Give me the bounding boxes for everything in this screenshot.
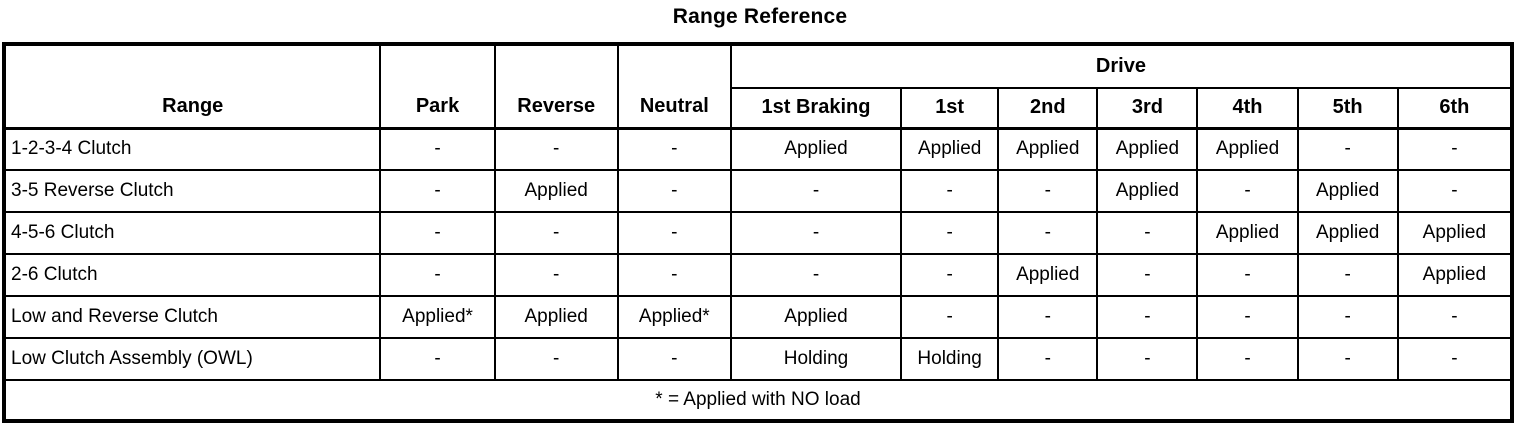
cell: Applied* (379, 295, 496, 339)
cell: Applied (1296, 211, 1399, 255)
cell: - (1296, 126, 1399, 171)
row-label: 2-6 Clutch (2, 253, 382, 297)
header-row-sub: 1st Braking 1st 2nd 3rd 4th 5th 6th (4, 87, 1514, 129)
cell: - (1396, 169, 1514, 213)
cell: - (1196, 253, 1299, 297)
row-label: Low Clutch Assembly (OWL) (2, 337, 382, 381)
cell: - (493, 211, 619, 255)
cell: - (729, 211, 903, 255)
cell: - (493, 253, 619, 297)
cell: - (379, 253, 496, 297)
cell: - (997, 169, 1099, 213)
col-header-reverse: Reverse (493, 43, 619, 129)
cell: Applied (1196, 126, 1299, 171)
cell: Holding (900, 337, 1000, 381)
page-title: Range Reference (672, 5, 848, 28)
cell: - (729, 169, 903, 213)
cell: - (379, 337, 496, 381)
table-footer: * = Applied with NO load (3, 379, 1513, 422)
row-label: 3-5 Reverse Clutch (2, 169, 382, 213)
cell: Applied* (616, 295, 732, 339)
cell: - (1196, 169, 1299, 213)
cell: - (997, 295, 1099, 339)
cell: Applied (1396, 211, 1514, 255)
sub-header-1st-braking: 1st Braking (729, 87, 903, 129)
cell: - (729, 253, 903, 297)
cell: - (1196, 337, 1299, 381)
table-row: 1-2-3-4 Clutch - - - Applied Applied App… (2, 126, 1514, 171)
cell: - (379, 126, 496, 171)
cell: - (1096, 295, 1199, 339)
cell: - (900, 253, 1000, 297)
cell: Applied (1296, 169, 1399, 213)
cell: - (1396, 337, 1514, 381)
footnote-row: * = Applied with NO load (3, 379, 1513, 422)
cell: - (1396, 295, 1514, 339)
cell: - (616, 126, 732, 171)
sub-header-2nd: 2nd (997, 87, 1099, 129)
cell: - (900, 211, 1000, 255)
sub-header-4th: 4th (1196, 87, 1299, 129)
table-header: Range Park Reverse Neutral Drive 1st Bra… (2, 43, 1514, 129)
cell: - (616, 253, 732, 297)
cell: - (379, 211, 496, 255)
table-row: 2-6 Clutch - - - - - Applied - - - Appli… (2, 253, 1514, 297)
cell: Applied (900, 126, 1000, 171)
cell: - (493, 126, 619, 171)
cell: Applied (493, 169, 619, 213)
cell: Applied (1396, 253, 1514, 297)
cell: - (616, 169, 732, 213)
cell: - (997, 211, 1099, 255)
col-header-range: Range (2, 43, 382, 129)
cell: - (1196, 295, 1299, 339)
sub-header-3rd: 3rd (1096, 87, 1199, 129)
cell: - (1096, 211, 1199, 255)
row-label: 4-5-6 Clutch (2, 211, 382, 255)
table-row: Low Clutch Assembly (OWL) - - - Holding … (2, 337, 1514, 381)
cell: - (1296, 337, 1399, 381)
header-row-top: Range Park Reverse Neutral Drive (2, 43, 1514, 129)
cell: Applied (997, 126, 1099, 171)
cell: - (1096, 337, 1199, 381)
sub-header-1st: 1st (900, 87, 1000, 129)
table-row: 3-5 Reverse Clutch - Applied - - - - App… (2, 169, 1514, 213)
cell: - (900, 295, 1000, 339)
cell: - (1296, 295, 1399, 339)
range-reference-table: Range Park Reverse Neutral Drive 1st Bra… (2, 42, 1514, 423)
cell: - (379, 169, 496, 213)
sub-header-6th: 6th (1396, 87, 1514, 129)
cell: Applied (1196, 211, 1299, 255)
cell: - (1396, 126, 1514, 171)
cell: - (1096, 253, 1199, 297)
drive-group-header: Drive (729, 43, 1514, 89)
cell: Applied (729, 126, 903, 171)
cell: - (900, 169, 1000, 213)
col-header-park: Park (379, 43, 496, 129)
cell: Applied (729, 295, 903, 339)
cell: - (997, 337, 1099, 381)
cell: Applied (1096, 126, 1199, 171)
cell: - (493, 337, 619, 381)
sub-header-5th: 5th (1296, 87, 1399, 129)
cell: Applied (493, 295, 619, 339)
cell: - (616, 337, 732, 381)
table-row: Low and Reverse Clutch Applied* Applied … (2, 295, 1514, 339)
cell: - (1296, 253, 1399, 297)
cell: Applied (1096, 169, 1199, 213)
table-body: 1-2-3-4 Clutch - - - Applied Applied App… (2, 126, 1514, 381)
cell: Holding (729, 337, 903, 381)
table-row: 4-5-6 Clutch - - - - - - - Applied Appli… (2, 211, 1514, 255)
footnote: * = Applied with NO load (3, 379, 1513, 422)
row-label: Low and Reverse Clutch (2, 295, 382, 339)
cell: - (616, 211, 732, 255)
row-label: 1-2-3-4 Clutch (2, 126, 382, 171)
col-header-neutral: Neutral (616, 43, 732, 129)
cell: Applied (997, 253, 1099, 297)
